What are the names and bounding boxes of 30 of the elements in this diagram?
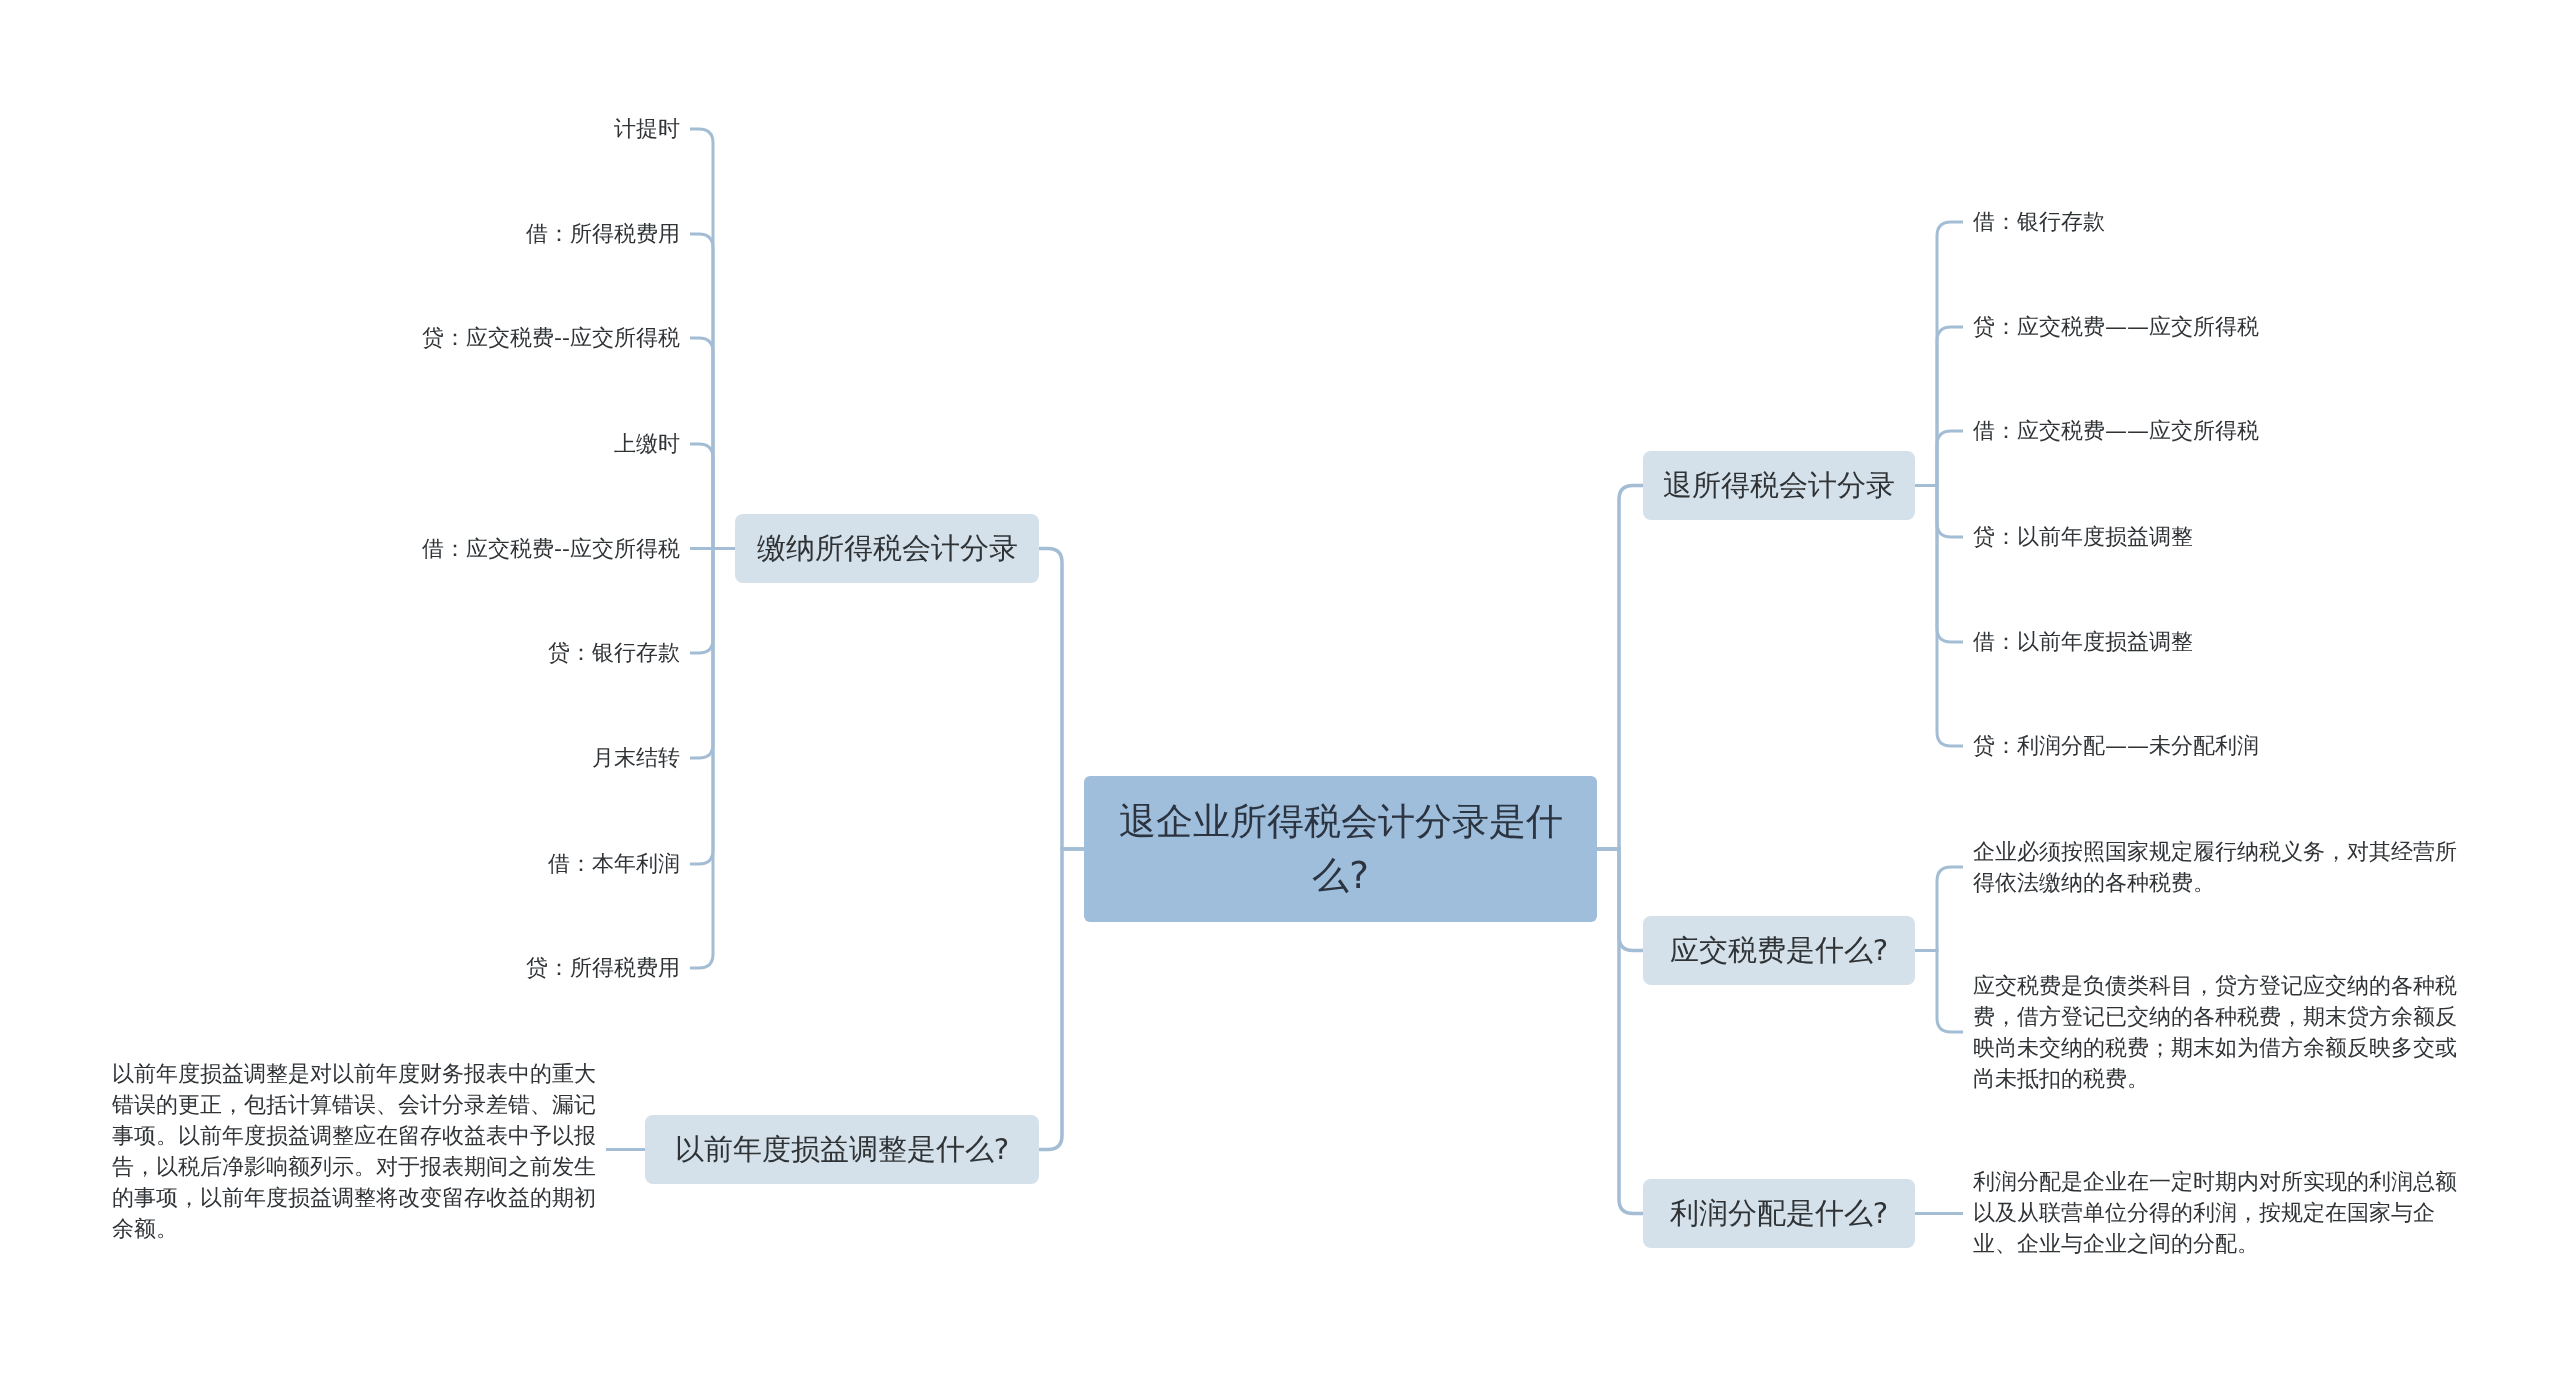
connector-line (690, 547, 735, 970)
subtopic-text: 借：应交税费——应交所得税 (1973, 416, 2259, 446)
topic-box: 利润分配是什么? (1643, 1179, 1915, 1248)
subtopic-text: 贷：应交税费——应交所得税 (1973, 312, 2259, 342)
connector-line (1597, 847, 1643, 1216)
subtopic-text: 借：本年利润 (548, 849, 680, 879)
topic-box: 应交税费是什么? (1643, 916, 1915, 985)
note-text: 以前年度损益调整是对以前年度财务报表中的重大错误的更正，包括计算错误、会计分录差错、漏记事项。以前年度损益调整应在留存收益表中予以报告，以税后净影响额列示。对于报表期间之前发生的事项，以前年度损益调整将改变留存收益的期初余额。 (112, 1058, 596, 1244)
subtopic-text: 月末结转 (592, 743, 680, 773)
subtopic-text: 上缴时 (614, 429, 680, 459)
note-text: 利润分配是企业在一定时期内对所实现的利润总额以及从联营单位分得的利润，按规定在国家与企业、企业与企业之间的分配。 (1973, 1166, 2463, 1259)
subtopic-text: 借：应交税费--应交所得税 (422, 534, 680, 564)
topic-box: 以前年度损益调整是什么? (645, 1115, 1039, 1184)
topic-box: 退所得税会计分录 (1643, 451, 1915, 520)
connector-line (606, 1148, 645, 1151)
topic-box: 缴纳所得税会计分录 (735, 514, 1039, 583)
subtopic-text: 借：银行存款 (1973, 207, 2105, 237)
note-text: 应交税费是负债类科目，贷方登记应交纳的各种税费，借方登记已交纳的各种税费，期末贷方余额反映尚未交纳的税费；期末如为借方余额反映多交或尚未抵扣的税费。 (1973, 970, 2463, 1094)
subtopic-text: 贷：所得税费用 (526, 953, 680, 983)
note-text: 企业必须按照国家规定履行纳税义务，对其经营所得依法缴纳的各种税费。 (1973, 836, 2463, 898)
subtopic-text: 借：所得税费用 (526, 219, 680, 249)
subtopic-text: 借：以前年度损益调整 (1973, 627, 2193, 657)
subtopic-text: 贷：利润分配——未分配利润 (1973, 731, 2259, 761)
subtopic-text: 贷：应交税费--应交所得税 (422, 323, 680, 353)
central-topic: 退企业所得税会计分录是什么? (1084, 776, 1597, 922)
subtopic-text: 贷：银行存款 (548, 638, 680, 668)
connector-line (1039, 847, 1084, 1152)
subtopic-text: 贷：以前年度损益调整 (1973, 522, 2193, 552)
subtopic-text: 计提时 (614, 114, 680, 144)
connector-line (1915, 1212, 1963, 1215)
